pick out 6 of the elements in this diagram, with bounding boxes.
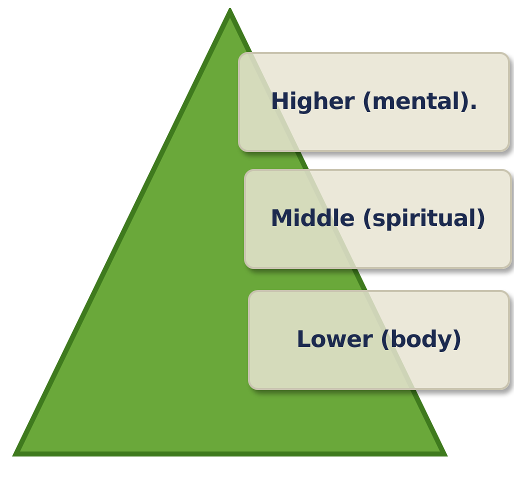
label-box bbox=[248, 290, 510, 390]
level-label: Higher (mental). bbox=[270, 89, 478, 115]
label-box bbox=[238, 52, 510, 152]
level-label: Middle (spiritual) bbox=[270, 206, 486, 232]
level-label: Lower (body) bbox=[296, 327, 462, 353]
label-box bbox=[244, 169, 512, 269]
